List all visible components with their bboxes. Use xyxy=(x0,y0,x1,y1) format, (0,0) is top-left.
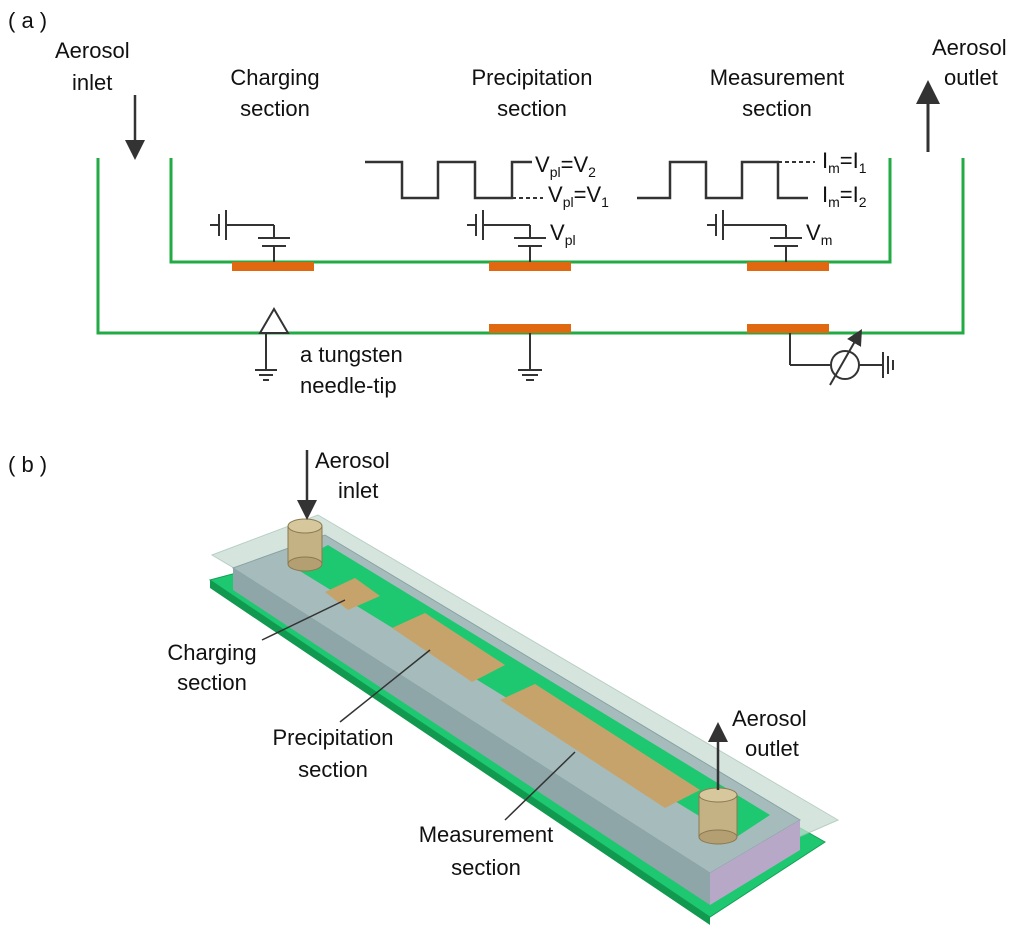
precipitation-voltage-waveform xyxy=(365,160,532,200)
svg-text:Vpl=V2: Vpl=V2 xyxy=(535,152,596,180)
charging-electrode xyxy=(232,262,314,271)
charging-voltage-source xyxy=(210,210,290,262)
pcb-edge xyxy=(210,580,710,925)
measurement-electrode-3d xyxy=(500,684,700,808)
precipitation-section-label-2: section xyxy=(497,96,567,121)
measurement-voltage-source xyxy=(707,210,802,262)
panel-b-tag: ( b ) xyxy=(8,452,47,477)
outlet-label-3d: Aerosol xyxy=(732,706,807,731)
inlet-label-3d-2: inlet xyxy=(338,478,378,503)
outlet-label-3d-2: outlet xyxy=(745,736,799,761)
inlet-label: Aerosol xyxy=(55,38,130,63)
measurement-section-label-2: section xyxy=(742,96,812,121)
inlet-label-2: inlet xyxy=(72,70,112,95)
precipitation-electrode-3d xyxy=(392,613,505,682)
tungsten-needle-tip xyxy=(255,307,290,381)
im-i2-label: Im=I2 xyxy=(822,182,867,210)
precipitation-label-3d-2: section xyxy=(298,757,368,782)
precipitation-bottom-electrode xyxy=(489,324,571,333)
precipitation-leader xyxy=(339,649,431,723)
precipitation-top-electrode xyxy=(489,262,571,271)
vpl-v1-label: Vpl=V1 xyxy=(548,182,609,210)
panel-a-tag: ( a ) xyxy=(8,8,47,33)
measurement-label-3d-2: section xyxy=(451,855,521,880)
vpl-source-label: Vpl xyxy=(550,220,576,248)
charging-electrode-3d xyxy=(325,578,380,610)
needle-label: a tungsten xyxy=(300,342,403,367)
outlet-label-2: outlet xyxy=(944,65,998,90)
charging-section-label-2: section xyxy=(240,96,310,121)
precipitation-section-label: Precipitation xyxy=(471,65,592,90)
vm-source-label: Vm xyxy=(806,220,832,248)
vpl-v2-label: Vpl=V2 xyxy=(535,152,596,180)
precipitation-voltage-source xyxy=(467,210,546,262)
panel-b: ( b ) Aerosol inlet Aerosol xyxy=(8,448,840,925)
measurement-current-waveform xyxy=(637,160,808,200)
measurement-bottom-electrode xyxy=(747,324,829,333)
panel-a: ( a ) Aerosol inlet Aerosol outlet Charg… xyxy=(8,8,1007,398)
charging-section-label: Charging xyxy=(230,65,319,90)
inlet-label-3d: Aerosol xyxy=(315,448,390,473)
charging-leader xyxy=(261,599,346,641)
measurement-label-3d: Measurement xyxy=(419,822,554,847)
charging-label-3d-2: section xyxy=(177,670,247,695)
precipitation-ground xyxy=(518,333,542,381)
measurement-leader xyxy=(504,751,576,821)
svg-text:Vpl=V1: Vpl=V1 xyxy=(548,182,609,210)
needle-label-2: needle-tip xyxy=(300,373,397,398)
precipitation-label-3d: Precipitation xyxy=(272,725,393,750)
measurement-top-electrode xyxy=(747,262,829,271)
svg-text:Im=I1: Im=I1 xyxy=(822,148,867,176)
svg-text:Im=I2: Im=I2 xyxy=(822,182,867,210)
outlet-tube xyxy=(698,787,738,845)
inlet-tube xyxy=(287,518,323,572)
electrometer xyxy=(789,329,894,386)
outlet-label: Aerosol xyxy=(932,35,1007,60)
electrodes xyxy=(232,262,829,333)
channel-body-side xyxy=(233,568,710,905)
channel-body-end xyxy=(710,820,800,905)
im-i1-label: Im=I1 xyxy=(822,148,867,176)
measurement-section-label: Measurement xyxy=(710,65,845,90)
charging-label-3d: Charging xyxy=(167,640,256,665)
